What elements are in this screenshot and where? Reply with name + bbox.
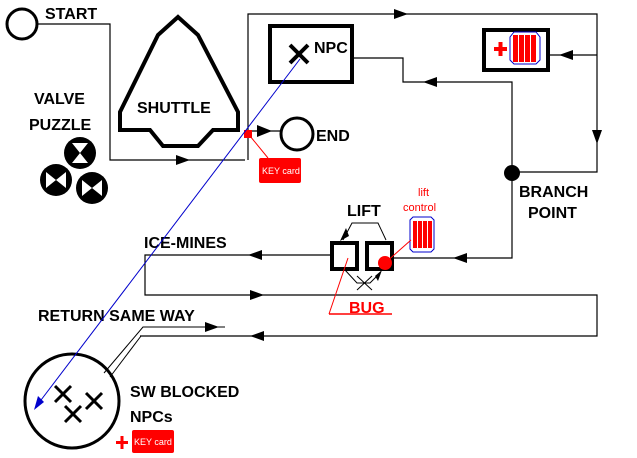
bug-label: BUG (349, 300, 385, 317)
arrow-icon (34, 396, 44, 410)
sw-blocked-label-line1: SW BLOCKED (130, 384, 239, 401)
valve-label-line1: VALVE (34, 91, 85, 108)
x-mark-icon (288, 43, 310, 65)
keycard-badge (132, 430, 174, 453)
valve-icon (40, 137, 108, 204)
branch-label-line1: BRANCH (519, 184, 588, 201)
ice-mines-label: ICE-MINES (144, 235, 227, 252)
lift-box-left (330, 241, 359, 271)
arrow-right-icon (176, 155, 190, 165)
x-mark-icon (53, 384, 104, 424)
plus-icon (116, 436, 128, 449)
path-top-loop (247, 13, 598, 173)
arrow-right-icon (250, 290, 264, 300)
branch-label-line2: POINT (528, 205, 577, 222)
shuttle-shape (118, 14, 240, 148)
path-npc-branch (352, 57, 513, 172)
end-node (279, 116, 315, 152)
npc-box (268, 24, 354, 84)
shuttle-label: SHUTTLE (137, 100, 211, 117)
arrow-left-icon (453, 253, 467, 263)
start-node (5, 7, 39, 41)
battery-icon (409, 216, 435, 253)
lift-control-label-line1: lift (418, 187, 429, 199)
arrow-left-icon (248, 250, 262, 260)
keycard-label: KEY card (262, 166, 300, 176)
keycard-marker (244, 130, 252, 138)
battery-icon (509, 31, 541, 65)
path-ice-mines (140, 254, 598, 337)
keycard-route-line (37, 58, 301, 405)
lift-control-label-line2: control (403, 202, 436, 214)
path-branch-lift (392, 172, 513, 259)
arrow-right-icon (205, 322, 219, 332)
keycard-badge (259, 158, 301, 183)
lift-label: LIFT (347, 203, 381, 220)
pickup-box (482, 28, 550, 72)
arrow-right-icon (394, 9, 408, 19)
arrow-down-icon (592, 130, 602, 144)
lift-box-right (365, 241, 394, 271)
arrow-left-icon (250, 331, 264, 341)
arrow-left-icon (423, 77, 437, 87)
npc-label: NPC (314, 40, 348, 57)
valve-label-line2: PUZZLE (29, 117, 92, 134)
arrow-left-icon (559, 50, 573, 60)
return-same-way-label: RETURN SAME WAY (38, 308, 195, 325)
sw-blocked-label-line2: NPCs (130, 409, 173, 426)
sw-blocked-area (23, 352, 121, 450)
plus-icon (494, 42, 507, 56)
end-label: END (316, 128, 350, 145)
keycard-label: KEY card (134, 437, 172, 447)
start-label: START (45, 6, 97, 23)
arrow-icon (340, 228, 349, 241)
